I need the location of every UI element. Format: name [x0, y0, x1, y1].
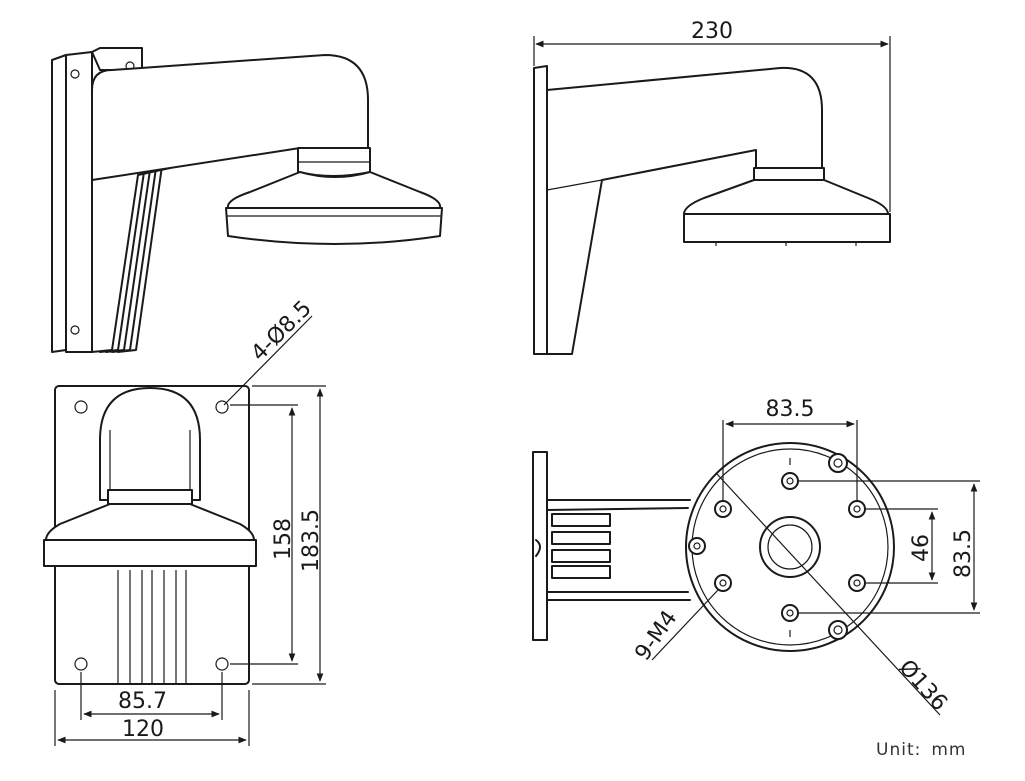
- dimension-ring-hole-spacing-h: 83.5: [766, 397, 815, 422]
- dimension-hole-spec: 4-Ø8.5: [247, 296, 317, 366]
- dimension-overall-length: 230: [691, 19, 733, 44]
- dimension-horizontal-hole-spacing: 85.7: [118, 689, 167, 714]
- dimension-plate-height: 183.5: [299, 509, 324, 572]
- unit-label: Unit:: [876, 740, 922, 760]
- dimension-inner-hole-spacing: 46: [909, 534, 934, 562]
- unit-note: Unit: mm: [876, 740, 976, 760]
- isometric-view: [51, 47, 443, 353]
- unit-value: mm: [931, 740, 967, 760]
- dimension-plate-width: 120: [122, 717, 164, 742]
- bottom-view: [532, 420, 980, 716]
- front-view: [43, 315, 326, 746]
- dimension-vertical-hole-spacing: 158: [271, 518, 296, 560]
- dimension-ring-hole-spacing-v: 83.5: [951, 529, 976, 578]
- dimension-ring-diameter: Ø136: [894, 655, 952, 716]
- side-view: [533, 36, 891, 355]
